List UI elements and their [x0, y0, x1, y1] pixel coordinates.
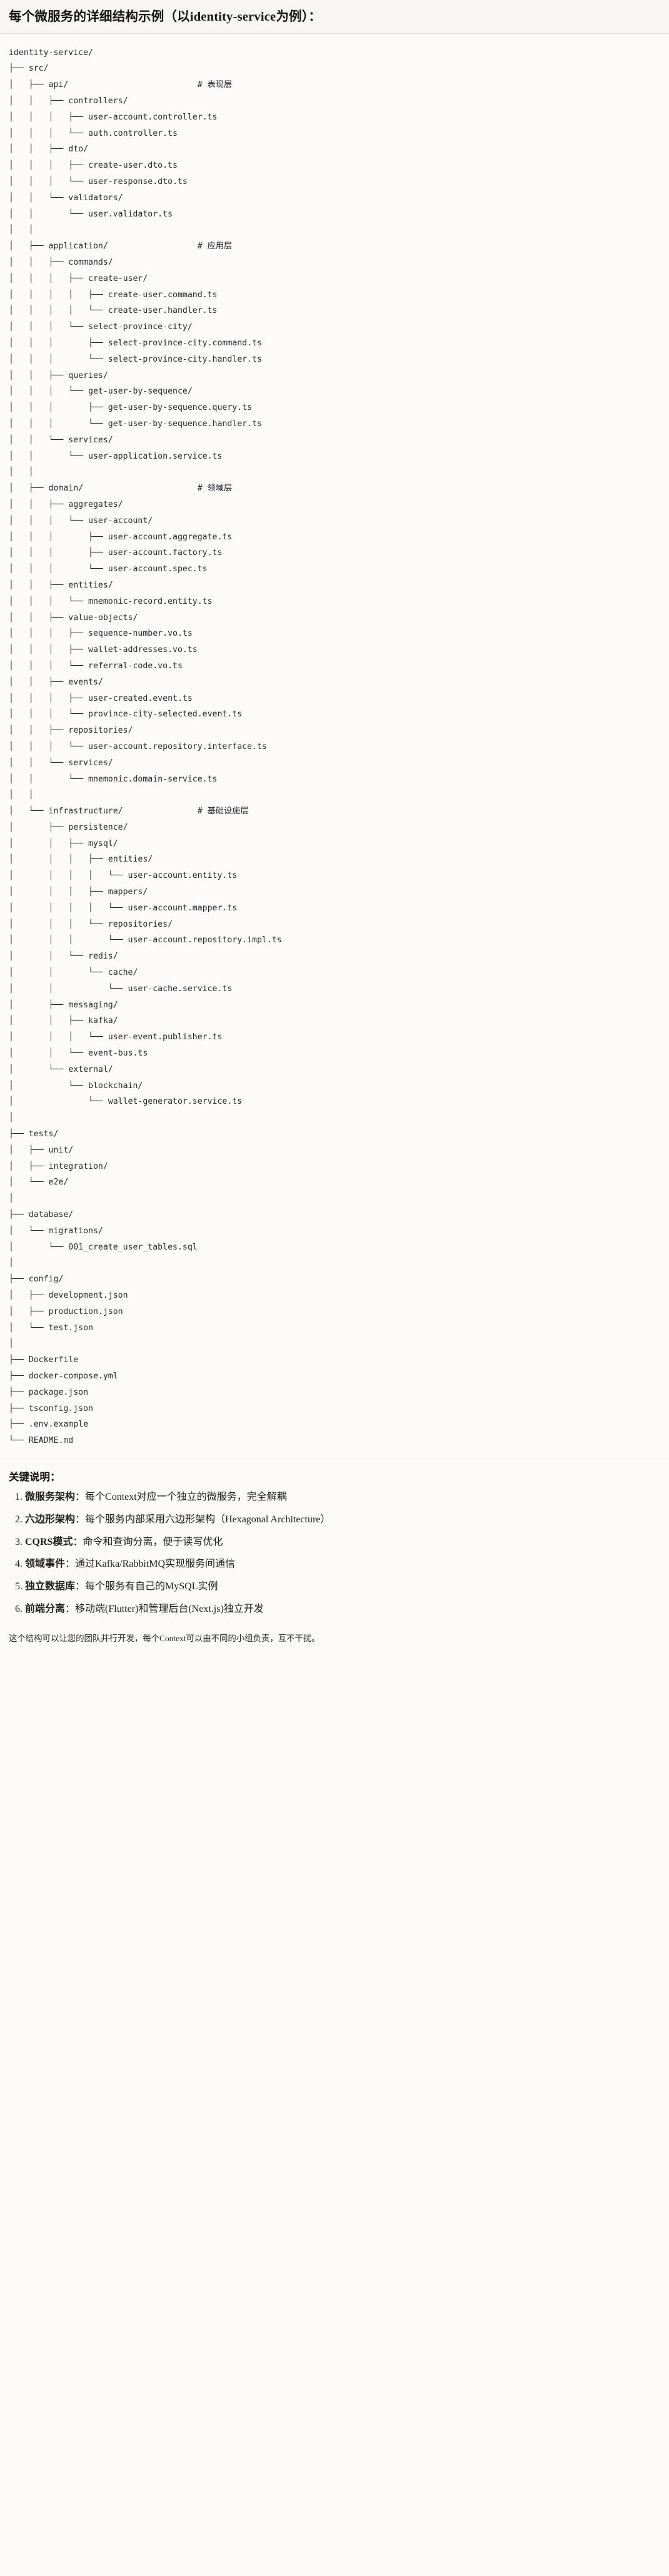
key-point-description: 移动端(Flutter)和管理后台(Next.js)独立开发 [75, 1603, 264, 1614]
list-item: 前端分离：移动端(Flutter)和管理后台(Next.js)独立开发 [25, 1602, 660, 1617]
key-point-term: 前端分离 [25, 1603, 66, 1614]
list-item: 独立数据库：每个服务有自己的MySQL实例 [25, 1579, 660, 1595]
key-point-separator: ： [73, 1536, 83, 1547]
key-point-separator: ： [65, 1603, 76, 1614]
list-item: CQRS模式：命令和查询分离，便于读写优化 [25, 1535, 660, 1550]
key-point-term: 六边形架构 [25, 1514, 76, 1525]
key-point-separator: ： [75, 1491, 86, 1502]
key-point-separator: ： [75, 1514, 86, 1525]
list-item: 领域事件：通过Kafka/RabbitMQ实现服务间通信 [25, 1557, 660, 1572]
page-root: 每个微服务的详细结构示例（以identity-service为例）： ident… [0, 0, 669, 1655]
key-point-description: 通过Kafka/RabbitMQ实现服务间通信 [75, 1559, 236, 1570]
list-item: 六边形架构：每个服务内部采用六边形架构（Hexagonal Architectu… [25, 1512, 660, 1528]
title-block: 每个微服务的详细结构示例（以identity-service为例）： [0, 0, 669, 34]
key-points-section: 关键说明： 微服务架构：每个Context对应一个独立的微服务，完全解耦 六边形… [0, 1459, 669, 1628]
key-point-separator: ： [65, 1559, 76, 1570]
directory-tree-block: identity-service/ ├── src/ │ ├── api/ # … [0, 33, 669, 1459]
key-point-description: 命令和查询分离，便于读写优化 [83, 1536, 223, 1547]
key-point-description: 每个Context对应一个独立的微服务，完全解耦 [85, 1491, 287, 1502]
directory-tree: identity-service/ ├── src/ │ ├── api/ # … [9, 48, 282, 1446]
key-points-heading: 关键说明： [9, 1470, 61, 1483]
closing-paragraph: 这个结构可以让您的团队并行开发，每个Context可以由不同的小组负责，互不干扰… [9, 1633, 320, 1643]
key-point-description: 每个服务有自己的MySQL实例 [85, 1581, 218, 1592]
key-point-description: 每个服务内部采用六边形架构（Hexagonal Architecture） [85, 1514, 331, 1525]
key-point-term: CQRS模式 [25, 1536, 73, 1547]
key-point-term: 独立数据库 [25, 1581, 76, 1592]
list-item: 微服务架构：每个Context对应一个独立的微服务，完全解耦 [25, 1490, 660, 1505]
page-title: 每个微服务的详细结构示例（以identity-service为例）： [9, 10, 321, 24]
key-points-list: 微服务架构：每个Context对应一个独立的微服务，完全解耦 六边形架构：每个服… [9, 1490, 660, 1617]
key-point-term: 领域事件 [25, 1559, 66, 1570]
key-point-term: 微服务架构 [25, 1491, 76, 1502]
key-point-separator: ： [75, 1581, 86, 1592]
